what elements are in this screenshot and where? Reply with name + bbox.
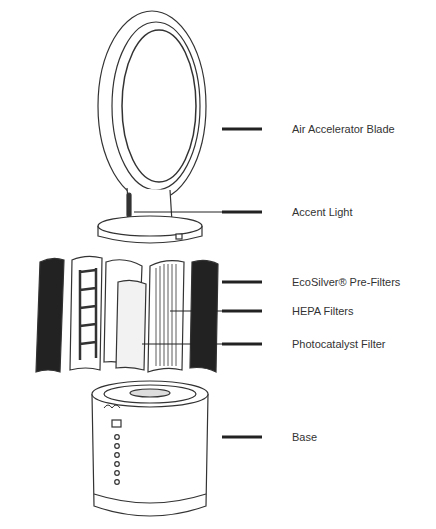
leader-line — [170, 311, 222, 312]
control-button — [115, 453, 120, 458]
leader-bar — [222, 128, 262, 131]
accent-light-strip — [127, 193, 131, 217]
leader-line — [142, 344, 222, 345]
leader-bar — [222, 211, 262, 214]
control-display — [112, 420, 121, 427]
control-button — [115, 435, 120, 440]
hepa-right — [148, 261, 184, 372]
blade-opening — [122, 30, 196, 182]
leader-bar — [222, 281, 262, 284]
blade-outer — [98, 11, 206, 201]
leader-lines — [134, 129, 262, 437]
stand-disc — [98, 216, 202, 236]
leader-bar — [222, 436, 262, 439]
base-fan — [130, 389, 170, 397]
leader-bar — [222, 343, 262, 346]
base-rim-inner — [104, 385, 196, 403]
part-label: Base — [292, 430, 317, 444]
part-label: Photocatalyst Filter — [292, 337, 386, 351]
part-label: EcoSilver® Pre-Filters — [292, 275, 400, 289]
leader-bar — [222, 310, 262, 313]
control-button — [115, 444, 120, 449]
control-button — [115, 471, 120, 476]
blade-group — [98, 11, 206, 243]
part-label: Accent Light — [292, 205, 353, 219]
blade-inner-edge — [112, 22, 200, 190]
hepa-right-pleats — [156, 264, 176, 366]
base-body — [92, 394, 208, 516]
stand-notch — [176, 234, 182, 239]
photocatalyst-sheet — [116, 280, 146, 370]
leader-line — [134, 212, 222, 213]
control-button — [115, 462, 120, 467]
part-label: HEPA Filters — [292, 304, 354, 318]
filters-group — [36, 256, 218, 372]
base-foot-line — [94, 494, 206, 503]
hepa-left-grid — [80, 268, 96, 360]
hepa-left — [70, 256, 102, 370]
prefilter-right — [190, 260, 218, 372]
base-rim — [92, 381, 208, 407]
control-button — [115, 480, 120, 485]
base-group — [92, 381, 208, 516]
logo-mark — [104, 405, 120, 408]
prefilter-left — [36, 258, 64, 372]
part-label: Air Accelerator Blade — [292, 122, 395, 136]
